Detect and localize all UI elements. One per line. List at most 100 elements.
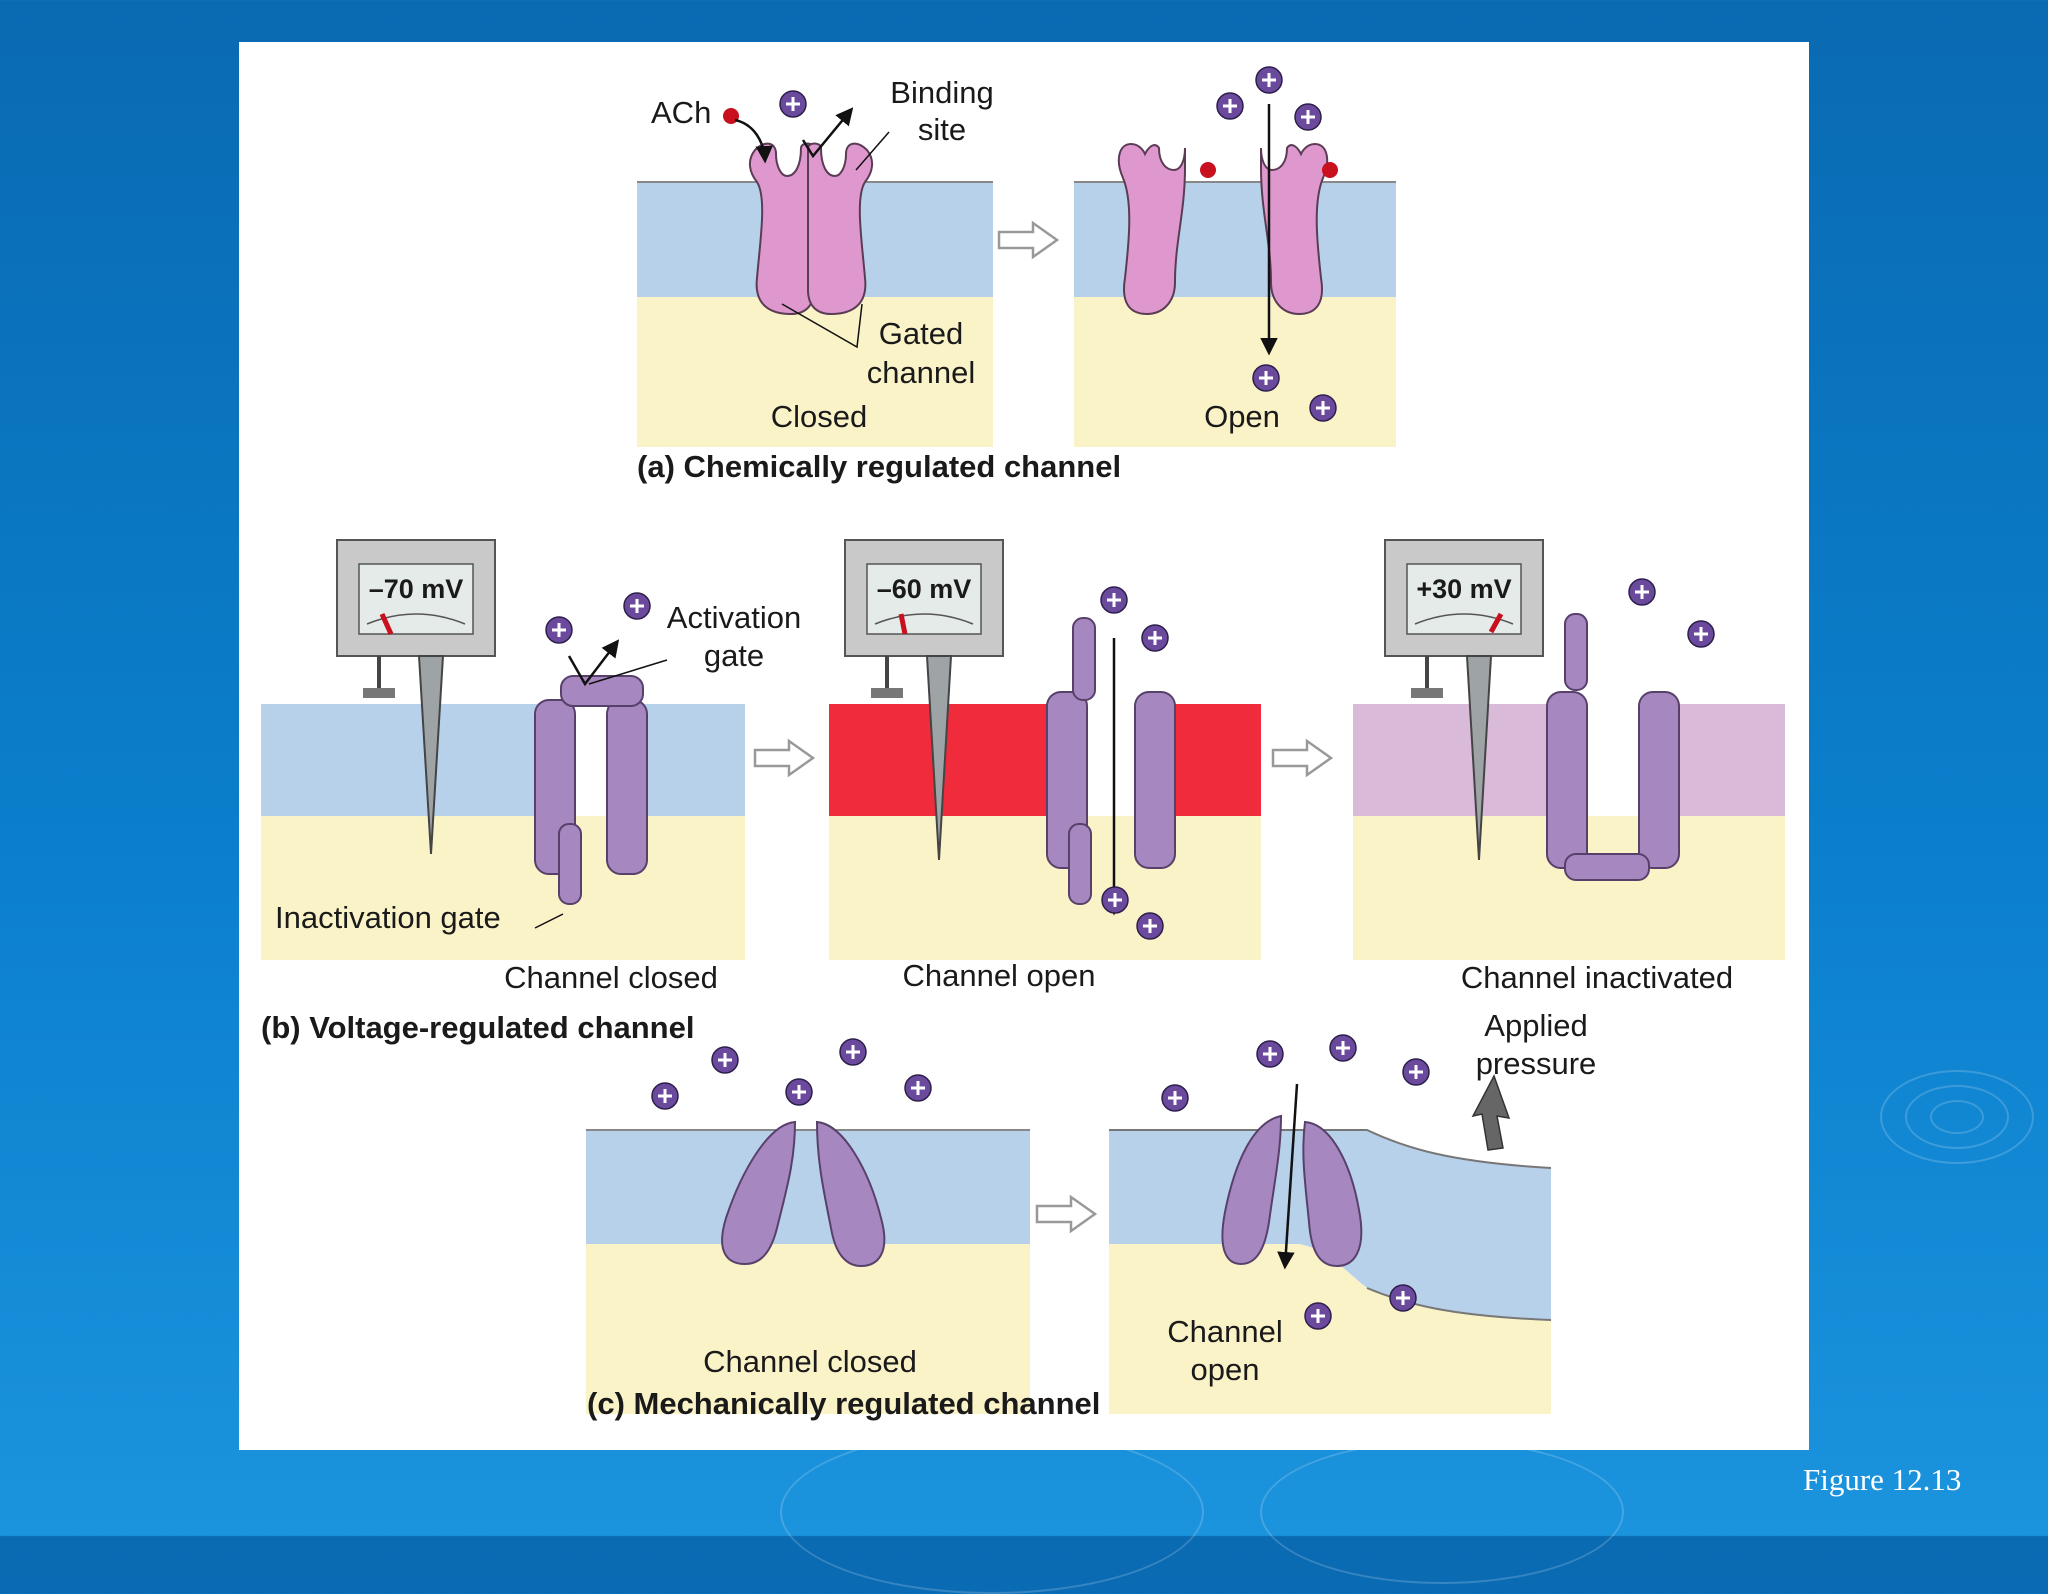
voltmeter-icon (336, 539, 496, 855)
positive-ion-icon (622, 591, 652, 621)
transition-arrow-icon (1271, 739, 1333, 777)
figure-number: Figure 12.13 (1803, 1462, 1962, 1497)
positive-ion-icon (1308, 393, 1338, 423)
positive-ion-icon (1255, 1039, 1285, 1069)
positive-ion-icon (1401, 1057, 1431, 1087)
positive-ion-icon (1303, 1301, 1333, 1331)
positive-ion-icon (784, 1077, 814, 1107)
activation-gate-label: gate (704, 638, 764, 673)
panel-a-open-channel-scene: Open (1074, 65, 1396, 447)
cytoplasm-layer (261, 816, 745, 960)
activation-gate-label: Activation (667, 600, 801, 635)
transition-arrow-icon (1035, 1195, 1097, 1233)
voltmeter-reading: +30 mV (1416, 574, 1511, 604)
inactivation-gate-label: Inactivation gate (275, 900, 501, 935)
positive-ion-icon (1328, 1033, 1358, 1063)
depolarized-membrane-layer (829, 704, 1261, 816)
positive-ion-icon (650, 1081, 680, 1111)
activation-gate-closed (560, 675, 644, 707)
panel-b-closed-channel-scene: –70 mV Activation gate Inactivation gate… (261, 539, 801, 995)
transition-arrow-icon (997, 221, 1059, 259)
channel-wall-right (606, 699, 648, 875)
activation-gate-open (1564, 613, 1588, 691)
positive-ion-icon (1215, 91, 1245, 121)
channel-open-label: Channel (1167, 1314, 1282, 1349)
applied-pressure-arrow-icon (1471, 1074, 1511, 1151)
positive-ion-icon (903, 1073, 933, 1103)
open-channel-left-subunit (1117, 142, 1186, 316)
extracellular-membrane-layer (261, 704, 745, 816)
positive-ion-icon (1686, 619, 1716, 649)
cytoplasm-layer (586, 1244, 1030, 1414)
positive-ion-icon (1293, 102, 1323, 132)
positive-ion-icon (838, 1037, 868, 1067)
channel-wall-left (1546, 691, 1588, 869)
positive-ion-icon (778, 89, 808, 119)
voltmeter-icon (1384, 539, 1544, 861)
gated-channel-right-subunit (807, 142, 873, 316)
panel-b-open-channel-scene: –60 mV Channel open (829, 539, 1261, 993)
ripple-decoration (1880, 1070, 2034, 1164)
ripple-decoration (1260, 1440, 1624, 1584)
ion-channel-figure: ACh Binding site Gated channel Closed Op… (261, 65, 1785, 1421)
ripple-decoration (780, 1430, 1204, 1594)
channel-inactivated-label: Channel inactivated (1461, 960, 1733, 995)
panel-c-closed-channel-scene: Channel closed (586, 1037, 1030, 1414)
mechanical-channel-left-subunit (1221, 1114, 1283, 1266)
cytoplasm-layer (1109, 1244, 1551, 1414)
positive-ion-icon (1160, 1083, 1190, 1113)
inactivation-gate (1068, 823, 1092, 905)
positive-ion-icon (1254, 65, 1284, 95)
binding-site-label: Binding (890, 75, 993, 110)
positive-ion-icon (710, 1045, 740, 1075)
panel-a-caption: (a) Chemically regulated channel (637, 449, 1121, 484)
closed-state-label: Closed (771, 399, 868, 434)
ach-label: ACh (651, 95, 711, 130)
gated-channel-label: channel (867, 355, 976, 390)
channel-closed-label: Channel closed (504, 960, 718, 995)
bound-ach-icon (1322, 162, 1338, 178)
figure-panel: ACh Binding site Gated channel Closed Op… (239, 42, 1809, 1450)
activation-gate-open (1072, 617, 1096, 701)
channel-open-label: Channel open (902, 958, 1095, 993)
mechanical-channel-right-subunit (815, 1120, 886, 1268)
panel-c-open-channel-scene: Applied pressure Channel open (1109, 1008, 1596, 1414)
channel-wall-right (1134, 691, 1176, 869)
voltmeter-reading: –60 mV (877, 574, 972, 604)
cytoplasm-layer (637, 297, 993, 447)
extracellular-membrane-layer (586, 1130, 1030, 1244)
channel-closed-label: Channel closed (703, 1344, 917, 1379)
transition-arrow-icon (753, 739, 815, 777)
voltmeter-reading: –70 mV (369, 574, 464, 604)
binding-site-label: site (918, 112, 966, 147)
positive-ion-icon (1627, 577, 1657, 607)
extracellular-membrane-layer (1074, 182, 1396, 297)
cytoplasm-layer (829, 816, 1261, 960)
positive-ion-icon (544, 615, 574, 645)
voltmeter-icon (844, 539, 1004, 861)
positive-ion-icon (1140, 623, 1170, 653)
positive-ion-icon (1099, 585, 1129, 615)
bound-ach-icon (1200, 162, 1216, 178)
ripple-decoration (1930, 1100, 1984, 1134)
applied-pressure-label: Applied (1484, 1008, 1587, 1043)
channel-open-label: open (1191, 1352, 1260, 1387)
positive-ion-icon (1100, 885, 1130, 915)
positive-ion-icon (1388, 1283, 1418, 1313)
positive-ion-icon (1135, 911, 1165, 941)
panel-b-caption: (b) Voltage-regulated channel (261, 1010, 694, 1045)
applied-pressure-label: pressure (1476, 1046, 1597, 1081)
mechanical-channel-left-subunit (721, 1120, 797, 1266)
channel-wall-right (1638, 691, 1680, 869)
open-channel-right-subunit (1260, 142, 1329, 316)
inactivation-gate-closed (1564, 853, 1650, 881)
gated-channel-label: Gated (879, 316, 963, 351)
panel-b-inactivated-channel-scene: +30 mV Channel inactivated (1353, 539, 1785, 995)
open-state-label: Open (1204, 399, 1280, 434)
ion-flow-arrow (1277, 1083, 1299, 1270)
ripple-decoration (1905, 1085, 2009, 1149)
panel-c-caption: (c) Mechanically regulated channel (587, 1386, 1100, 1421)
inactivation-gate (558, 823, 582, 905)
panel-a-closed-channel-scene: ACh Binding site Gated channel Closed (637, 75, 994, 447)
cytoplasm-layer (1074, 297, 1396, 447)
